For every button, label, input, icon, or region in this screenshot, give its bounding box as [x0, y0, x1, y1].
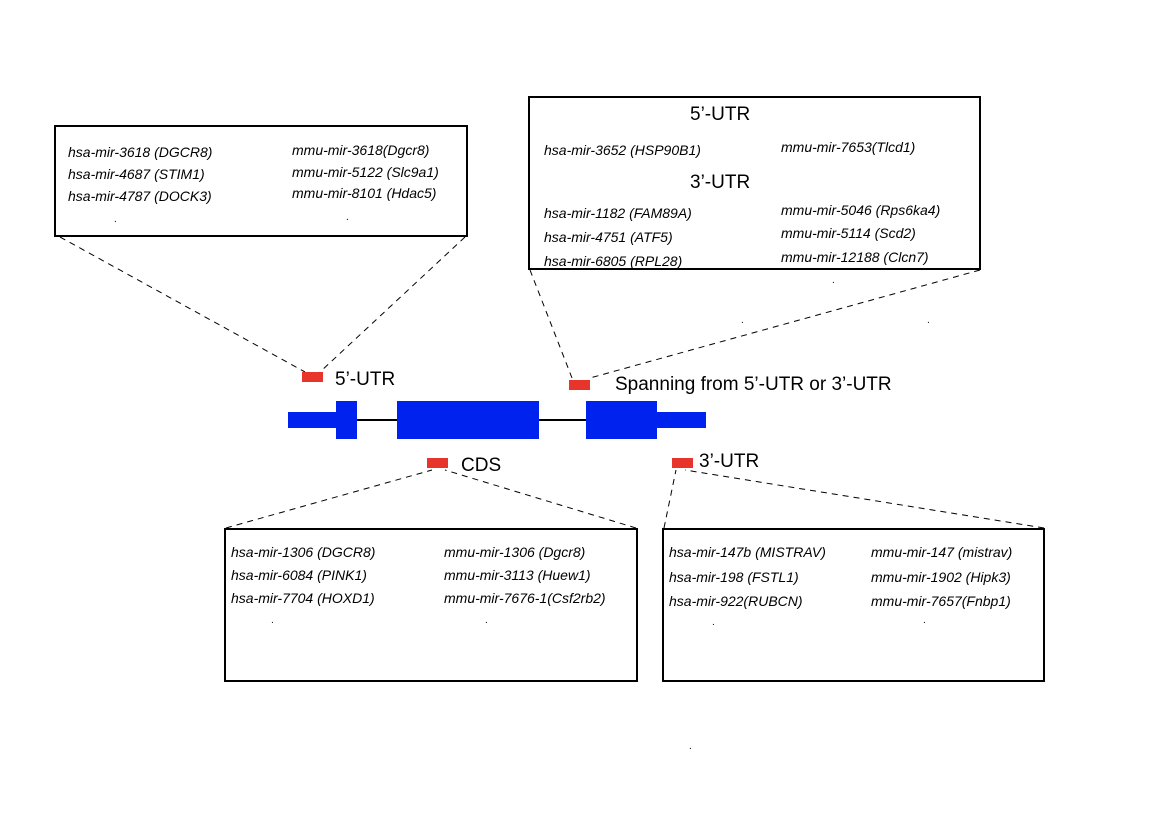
connector-5utr-right: [319, 236, 466, 373]
connector-5utr-left: [59, 236, 306, 373]
site-cds-marker: [427, 458, 448, 468]
connector-spanning-left: [529, 269, 573, 379]
entry-mmu: mmu-mir-1902 (Hipk3): [871, 569, 1011, 585]
box-5utr-targets: hsa-mir-3618 (DGCR8) hsa-mir-4687 (STIM1…: [54, 125, 468, 237]
entry-hsa: hsa-mir-198 (FSTL1): [669, 569, 799, 585]
entry-hsa: hsa-mir-4751 (ATF5): [544, 229, 673, 245]
entry-mmu: mmu-mir-1306 (Dgcr8): [444, 544, 586, 560]
entry-mmu: mmu-mir-3618(Dgcr8): [292, 142, 430, 158]
label-5utr: 5’-UTR: [335, 369, 396, 390]
site-5utr-marker: [302, 372, 323, 382]
stray-dot: .: [927, 315, 930, 326]
exon-1-utr: [288, 412, 338, 428]
label-3utr: 3’-UTR: [699, 451, 760, 472]
entry-hsa: hsa-mir-3652 (HSP90B1): [544, 142, 701, 158]
connector-cds-right: [444, 469, 637, 529]
entry-hsa: hsa-mir-6805 (RPL28): [544, 253, 683, 269]
entry-mmu: mmu-mir-8101 (Hdac5): [292, 185, 437, 201]
exon-2: [397, 401, 539, 439]
box-spanning-targets: 5’-UTR hsa-mir-3652 (HSP90B1) mmu-mir-76…: [528, 96, 981, 270]
site-spanning-marker: [569, 380, 590, 390]
stray-dot: .: [689, 741, 692, 752]
entry-hsa: hsa-mir-6084 (PINK1): [231, 567, 367, 583]
exon-3: [586, 401, 657, 439]
ellipsis-dot: .: [114, 214, 117, 225]
entry-mmu: mmu-mir-7653(Tlcd1): [781, 139, 916, 155]
entry-hsa: hsa-mir-4687 (STIM1): [68, 166, 205, 182]
ellipsis-dot: .: [485, 615, 488, 626]
subheading-5utr: 5’-UTR: [690, 104, 751, 125]
exon-3-utr: [655, 412, 706, 428]
stray-dot: .: [832, 275, 835, 286]
binding-sites: [302, 372, 693, 468]
entry-mmu: mmu-mir-5114 (Scd2): [781, 225, 916, 241]
ellipsis-dot: .: [712, 617, 715, 628]
entry-mmu: mmu-mir-5046 (Rps6ka4): [781, 202, 941, 218]
entry-mmu: mmu-mir-5122 (Slc9a1): [292, 164, 439, 180]
subheading-3utr: 3’-UTR: [690, 172, 751, 193]
label-spanning: Spanning from 5’-UTR or 3’-UTR: [615, 374, 892, 395]
entry-mmu: mmu-mir-12188 (Clcn7): [781, 249, 929, 265]
entry-hsa: hsa-mir-1306 (DGCR8): [231, 544, 376, 560]
entry-hsa: hsa-mir-922(RUBCN): [669, 593, 803, 609]
connector-lines: [59, 236, 1045, 529]
entry-mmu: mmu-mir-3113 (Huew1): [444, 567, 591, 583]
entry-hsa: hsa-mir-3618 (DGCR8): [68, 144, 213, 160]
exon-1: [336, 401, 357, 439]
box-cds-targets: hsa-mir-1306 (DGCR8) hsa-mir-6084 (PINK1…: [224, 528, 638, 682]
connector-3utr-left: [663, 469, 677, 529]
site-3utr-marker: [672, 458, 693, 468]
entry-mmu: mmu-mir-147 (mistrav): [871, 544, 1013, 560]
stray-dot: .: [741, 315, 744, 326]
box-3utr-targets: hsa-mir-147b (MISTRAV) hsa-mir-198 (FSTL…: [662, 528, 1045, 682]
connector-cds-left: [225, 469, 433, 529]
label-cds: CDS: [461, 455, 502, 476]
entry-mmu: mmu-mir-7657(Fnbp1): [871, 593, 1011, 609]
entry-hsa: hsa-mir-147b (MISTRAV): [669, 544, 826, 560]
ellipsis-dot: .: [346, 212, 349, 223]
entry-mmu: mmu-mir-7676-1(Csf2rb2): [444, 590, 606, 606]
entry-hsa: hsa-mir-7704 (HOXD1): [231, 590, 375, 606]
ellipsis-dot: .: [923, 615, 926, 626]
exons: [288, 401, 706, 439]
ellipsis-dot: .: [271, 615, 274, 626]
entry-hsa: hsa-mir-4787 (DOCK3): [68, 188, 212, 204]
entry-hsa: hsa-mir-1182 (FAM89A): [544, 205, 692, 221]
connector-3utr-right: [684, 469, 1045, 529]
connector-spanning-right: [589, 269, 981, 379]
